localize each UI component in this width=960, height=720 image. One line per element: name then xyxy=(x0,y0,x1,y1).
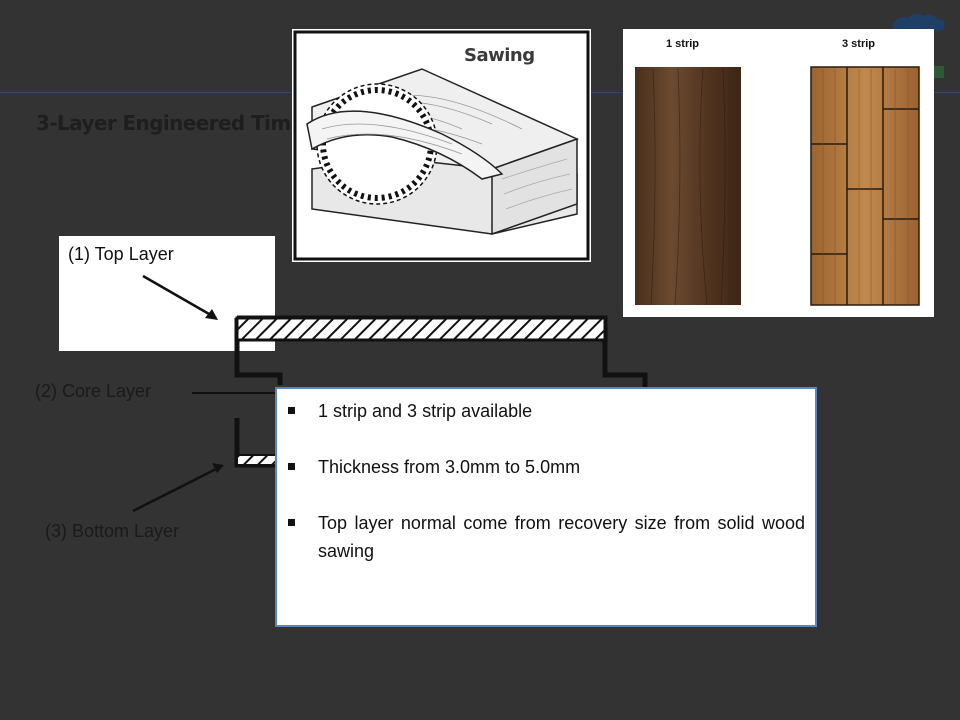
bottom-layer-band xyxy=(236,454,281,466)
strip-comparison-image: 1 strip 3 strip xyxy=(623,29,934,317)
bullet-item: 1 strip and 3 strip available xyxy=(277,397,815,425)
bullet-list: 1 strip and 3 strip available Thickness … xyxy=(277,397,815,593)
three-strip-sample xyxy=(810,66,920,306)
bullet-item: Top layer normal come from recovery size… xyxy=(277,509,815,565)
top-layer-label: (1) Top Layer xyxy=(68,244,174,264)
bullet-text: 1 strip and 3 strip available xyxy=(318,401,533,421)
bullet-square-icon xyxy=(288,463,295,470)
top-layer-band xyxy=(235,316,607,342)
bullet-item: Thickness from 3.0mm to 5.0mm xyxy=(277,453,815,481)
strip-samples xyxy=(635,66,920,306)
sawing-label: Sawing xyxy=(464,45,535,66)
bullet-text-box: 1 strip and 3 strip available Thickness … xyxy=(275,387,817,627)
three-strip-label: 3 strip xyxy=(842,38,876,50)
core-layer-label: (2) Core Layer xyxy=(35,381,152,401)
bullet-text: Top layer normal come from recovery size… xyxy=(318,513,805,561)
slide-title: 3-Layer Engineered Timber xyxy=(36,111,327,135)
top-layer-arrow xyxy=(142,274,217,320)
bullet-square-icon xyxy=(288,407,295,414)
bullet-square-icon xyxy=(288,519,295,526)
bottom-layer-label: (3) Bottom Layer xyxy=(45,521,180,541)
one-strip-label: 1 strip xyxy=(666,38,700,50)
sawing-illustration-drawing xyxy=(293,30,590,261)
sawing-illustration: Sawing xyxy=(292,29,591,262)
bullet-text: Thickness from 3.0mm to 5.0mm xyxy=(318,457,581,477)
bottom-layer-arrow xyxy=(132,464,223,513)
